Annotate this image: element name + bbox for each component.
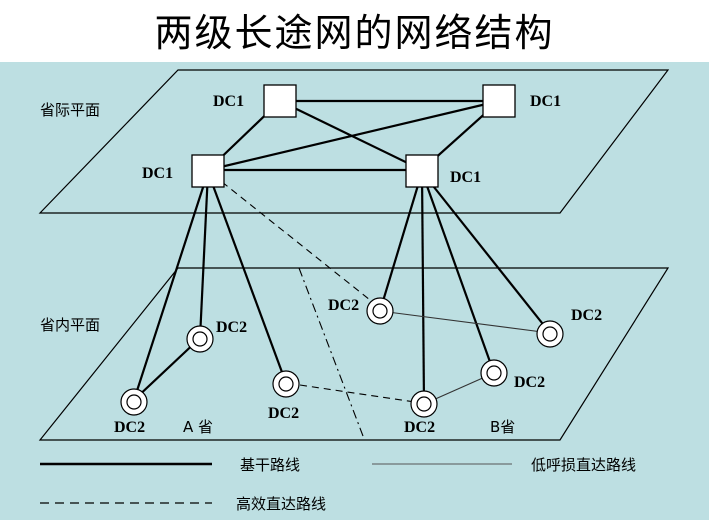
dc2-node-a-middle — [186, 325, 214, 353]
dc1-label-top-left: DC1 — [213, 93, 244, 110]
dc2-node-a-bottom — [120, 388, 148, 416]
dc2-label-a-middle: DC2 — [216, 319, 247, 336]
high-efficiency-direct-lines — [221, 181, 416, 437]
trunk-lines-dc1 — [207, 99, 500, 172]
dc2-node-b-right — [536, 320, 564, 348]
dc2-label-b-right: DC2 — [571, 307, 602, 324]
province-b-label: B省 — [490, 418, 515, 436]
dc2-node-b-middle — [480, 359, 508, 387]
title-band: 两级长途网的网络结构 — [0, 0, 709, 62]
dc1-label-bottom-left: DC1 — [142, 165, 173, 182]
page-title: 两级长途网的网络结构 — [154, 11, 555, 55]
dc2-node-b-top — [366, 297, 394, 325]
dc2-label-a-bottom: DC2 — [114, 419, 145, 436]
dc1-node-top-left — [263, 84, 297, 118]
dc2-label-b-middle: DC2 — [514, 374, 545, 391]
dc1-label-bottom-right: DC1 — [450, 169, 481, 186]
legend-trunk-label: 基干路线 — [240, 456, 300, 474]
dc2-label-a-right: DC2 — [268, 405, 299, 422]
dc1-node-bottom-right — [405, 154, 439, 188]
dc2-label-b-top: DC2 — [328, 297, 359, 314]
intra-province-plane — [38, 267, 670, 441]
trunk-lines-b — [378, 171, 551, 405]
dc1-label-top-right: DC1 — [530, 93, 561, 110]
dc2-node-a-right — [272, 370, 300, 398]
province-a-label: A 省 — [183, 418, 213, 436]
dc2-node-b-bottom — [410, 390, 438, 418]
legend-high-efficiency-label: 高效直达路线 — [236, 495, 326, 513]
dc1-node-top-right — [482, 84, 516, 118]
dc1-node-bottom-left — [191, 154, 225, 188]
dc2-label-b-bottom: DC2 — [404, 419, 435, 436]
legend-low-call-label: 低呼损直达路线 — [531, 456, 636, 474]
inter-province-plane — [38, 69, 670, 214]
trunk-lines-a — [132, 171, 288, 401]
intra-province-plane-label: 省内平面 — [40, 316, 100, 334]
inter-province-plane-label: 省际平面 — [40, 101, 100, 119]
legend: 基干路线 低呼损直达路线 高效直达路线 — [40, 456, 636, 513]
